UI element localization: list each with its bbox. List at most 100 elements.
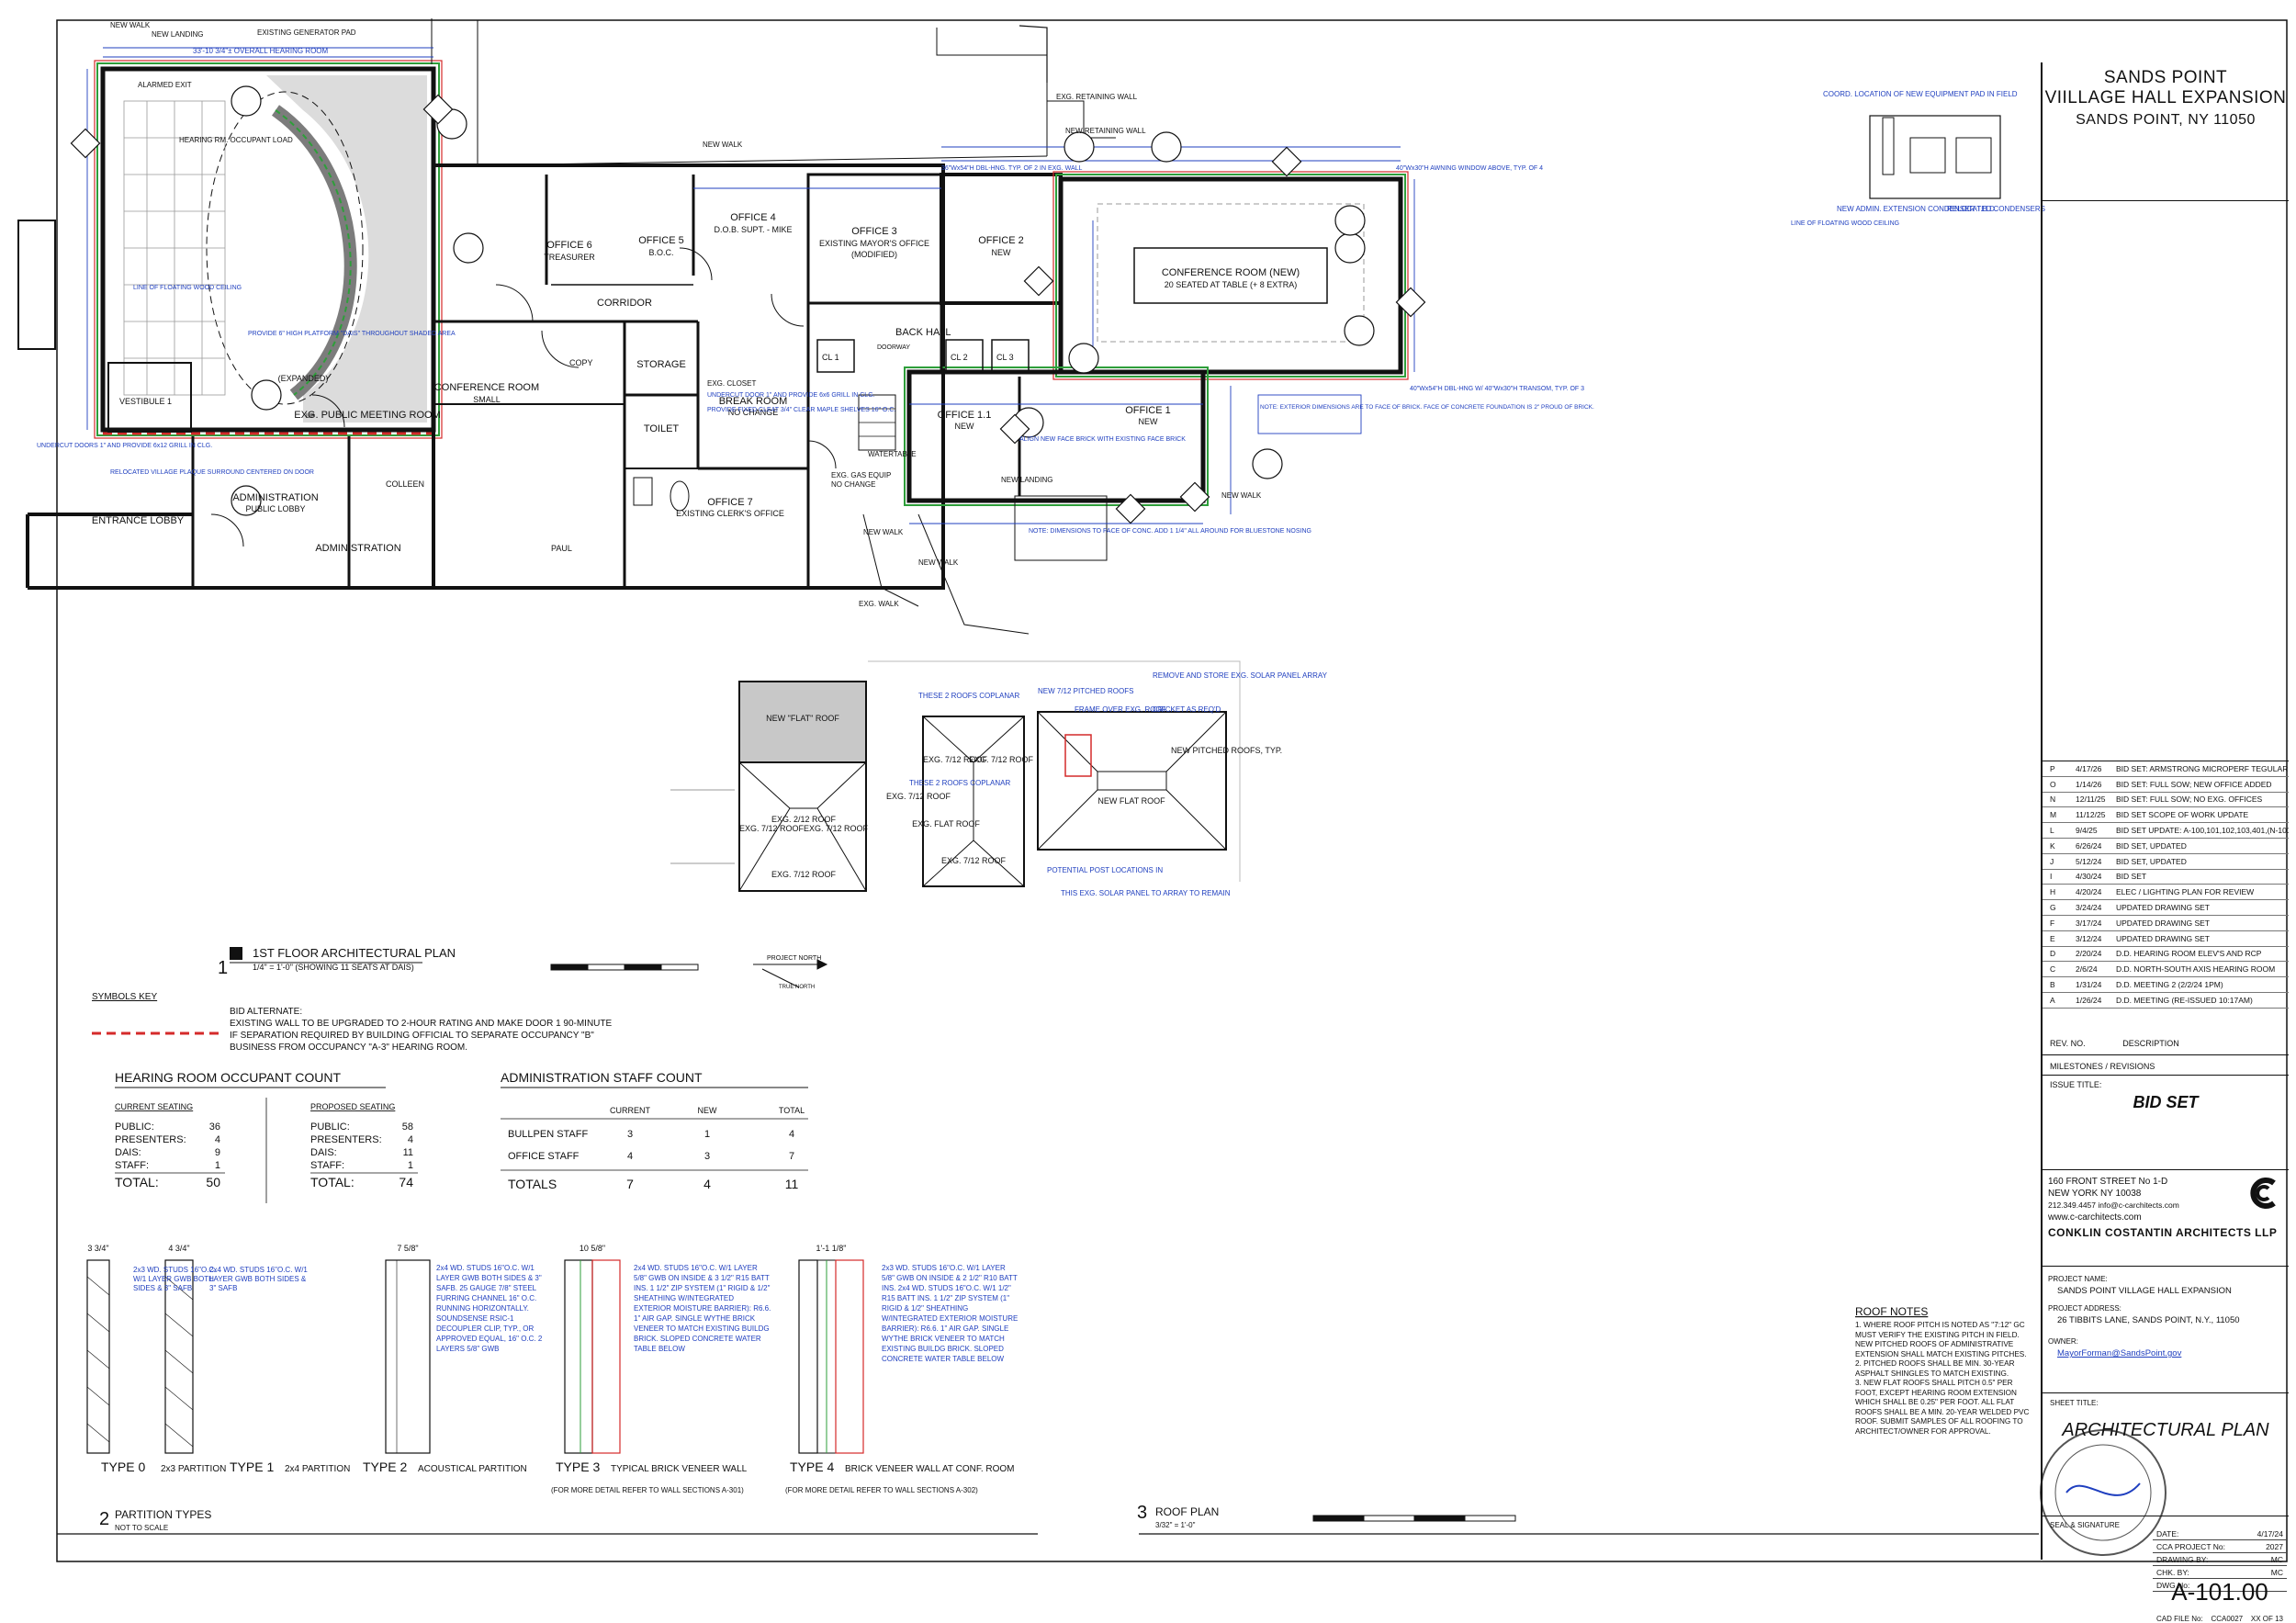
hc-row-plabel-2: DAIS: — [310, 1147, 337, 1158]
label-administration: ADMINISTRATION — [315, 543, 400, 554]
roof-coplanar: THESE 2 ROOFS COPLANAR — [918, 692, 1019, 700]
bid-alternate-label: BID ALTERNATE: — [230, 1007, 302, 1017]
revision-no: K — [2050, 840, 2055, 851]
note-exg-retaining: EXG. RETAINING WALL — [1056, 93, 1138, 101]
roof-note-3: 3. NEW FLAT ROOFS SHALL PITCH 0.5" PER F… — [1855, 1379, 2030, 1436]
label-cl1: CL 1 — [822, 353, 839, 362]
label-gas-equip: EXG. GAS EQUIP — [831, 471, 891, 479]
revision-no: L — [2050, 826, 2054, 836]
revision-no: B — [2050, 980, 2055, 990]
rev-no-label: REV. NO. — [2050, 1039, 2086, 1048]
revision-no: P — [2050, 763, 2055, 773]
revision-date: 1/14/26 — [2076, 779, 2102, 789]
hc-row-proposed-3: 1 — [408, 1160, 413, 1171]
label-corridor: CORRIDOR — [597, 298, 652, 309]
roof-exg-212: EXG. 2/12 ROOF — [771, 815, 837, 824]
hc-row-plabel-1: PRESENTERS: — [310, 1134, 382, 1145]
partition-4-note: 2x3 WD. STUDS 16"O.C. W/1 LAYER 5/8" GWB… — [882, 1264, 1019, 1363]
project-name: SANDS POINT VILLAGE HALL EXPANSION — [2057, 1286, 2232, 1296]
floor-plan-drawing: EXG. PUBLIC MEETING ROOM (EXPANDED) OFFI… — [17, 18, 2288, 1562]
partition-2-note: 2x4 WD. STUDS 16"O.C. W/1 LAYER GWB BOTH… — [436, 1264, 543, 1353]
hc-row-current-0: 36 — [209, 1121, 220, 1133]
revision-no: J — [2050, 856, 2054, 866]
label-colleen: COLLEEN — [386, 479, 424, 489]
label-office11-sub: NEW — [955, 422, 975, 431]
hc-row-label-0: PUBLIC: — [115, 1121, 154, 1133]
cad-file: CCA0027 — [2211, 1615, 2244, 1623]
partition-1-type: TYPE 1 — [230, 1460, 274, 1474]
label-conference-new: CONFERENCE ROOM (NEW) — [1162, 267, 1300, 278]
sheet-info-key: DRAWING BY: — [2156, 1554, 2209, 1564]
conference-room-new-walls — [1058, 176, 1403, 375]
conference-table — [1133, 247, 1328, 304]
plan-title: 1ST FLOOR ARCHITECTURAL PLAN — [253, 946, 456, 960]
label-office5: OFFICE 5 — [638, 235, 684, 246]
partition-3-name: TYPICAL BRICK VENEER WALL — [611, 1464, 748, 1474]
note-plaque: RELOCATED VILLAGE PLAQUE SURROUND CENTER… — [110, 469, 314, 476]
note-shelves: PROVIDE FIXED CLEAT 3/4" CLEAR MAPLE SHE… — [707, 407, 895, 413]
staff-row-0-current: 3 — [627, 1129, 633, 1140]
roof-remove-store: REMOVE AND STORE EXG. SOLAR PANEL ARRAY — [1153, 671, 1328, 680]
roof-note-2: 2. PITCHED ROOFS SHALL BE MIN. 30-YEAR A… — [1855, 1359, 2015, 1378]
note-bluestone: NOTE: DIMENSIONS TO FACE OF CONC. ADD 1 … — [1029, 528, 1311, 535]
sheet-info-row: DATE:4/17/24 — [2153, 1527, 2287, 1540]
label-office5-sub: B.O.C. — [648, 248, 673, 257]
staff-row-1-label: OFFICE STAFF — [508, 1151, 580, 1162]
plan-number: 1 — [218, 958, 228, 978]
partition-3-type: TYPE 3 — [556, 1460, 600, 1474]
revision-date: 2/20/24 — [2076, 949, 2102, 959]
revision-desc: BID SET: FULL SOW; NO EXG. OFFICES — [2116, 795, 2263, 805]
project-line-3: SANDS POINT, NY 11050 — [2076, 112, 2256, 128]
revision-no: E — [2050, 933, 2055, 943]
label-office6-sub: TREASURER — [544, 253, 595, 262]
note-new-walk-mid: NEW WALK — [703, 141, 743, 149]
firm-web[interactable]: www.c-carchitects.com — [2048, 1212, 2142, 1223]
issue-title-label: ISSUE TITLE: — [2050, 1080, 2102, 1089]
label-toilet: TOILET — [644, 423, 680, 434]
sheet-info-value: 4/17/24 — [2257, 1528, 2283, 1538]
revision-date: 1/31/24 — [2076, 980, 2102, 990]
roof-exg-712-f: EXG. 7/12 ROOF — [941, 856, 1007, 865]
label-office7: OFFICE 7 — [707, 497, 753, 508]
partition-3-ref: (FOR MORE DETAIL REFER TO WALL SECTIONS … — [551, 1486, 744, 1494]
drawing-number: A-101.00 — [2171, 1578, 2268, 1606]
staff-row-0-new: 1 — [704, 1129, 710, 1140]
label-office11: OFFICE 1.1 — [938, 410, 992, 421]
partitions-scale: NOT TO SCALE — [115, 1524, 168, 1532]
staff-row-0-total: 4 — [789, 1129, 794, 1140]
sheet-title-label: SHEET TITLE: — [2050, 1399, 2099, 1407]
hc-row-plabel-3: STAFF: — [310, 1160, 344, 1171]
note-new-walk-left: NEW WALK — [863, 528, 904, 536]
hc-row-proposed-1: 4 — [408, 1134, 413, 1145]
proposed-seating-label: PROPOSED SEATING — [310, 1102, 395, 1111]
label-office2-sub: NEW — [992, 248, 1012, 257]
partition-4-note-box: 2x3 WD. STUDS 16"O.C. W/1 LAYER 5/8" GWB… — [882, 1264, 1019, 1363]
revision-desc: D.D. MEETING (RE-ISSUED 10:17AM) — [2116, 995, 2253, 1005]
revision-desc: UPDATED DRAWING SET — [2116, 918, 2211, 928]
note-watertable: WATERTABLE — [868, 450, 917, 458]
partition-2-name: ACOUSTICAL PARTITION — [418, 1464, 527, 1474]
firm-address-1: 160 FRONT STREET No 1-D — [2048, 1177, 2168, 1187]
note-new-walk-right: NEW WALK — [1221, 491, 1262, 500]
label-vestibule: VESTIBULE 1 — [119, 397, 172, 406]
sheet-title: ARCHITECTURAL PLAN — [2062, 1420, 2269, 1440]
roof-notes-title: ROOF NOTES — [1855, 1305, 1928, 1318]
section-markers — [70, 85, 1426, 524]
partition-1-note-box: 2x4 WD. STUDS 16"O.C. W/1 LAYER GWB BOTH… — [209, 1266, 308, 1292]
hc-row-current-3: 1 — [215, 1160, 220, 1171]
note-coord-equipment: COORD. LOCATION OF NEW EQUIPMENT PAD IN … — [1823, 90, 2018, 98]
sheet-info-value: MC — [2270, 1567, 2283, 1577]
hc-proposed-total: 74 — [399, 1175, 413, 1189]
roof-notes-box: 1. WHERE ROOF PITCH IS NOTED AS "7:12" G… — [1855, 1321, 2030, 1436]
project-address: 26 TIBBITS LANE, SANDS POINT, N.Y., 1105… — [2057, 1315, 2240, 1325]
office-1-walls — [906, 369, 1206, 503]
revision-no: G — [2050, 903, 2056, 913]
owner-email-link[interactable]: MayorForman@SandsPoint.gov — [2057, 1348, 2182, 1358]
new-flat-roof — [738, 681, 867, 763]
